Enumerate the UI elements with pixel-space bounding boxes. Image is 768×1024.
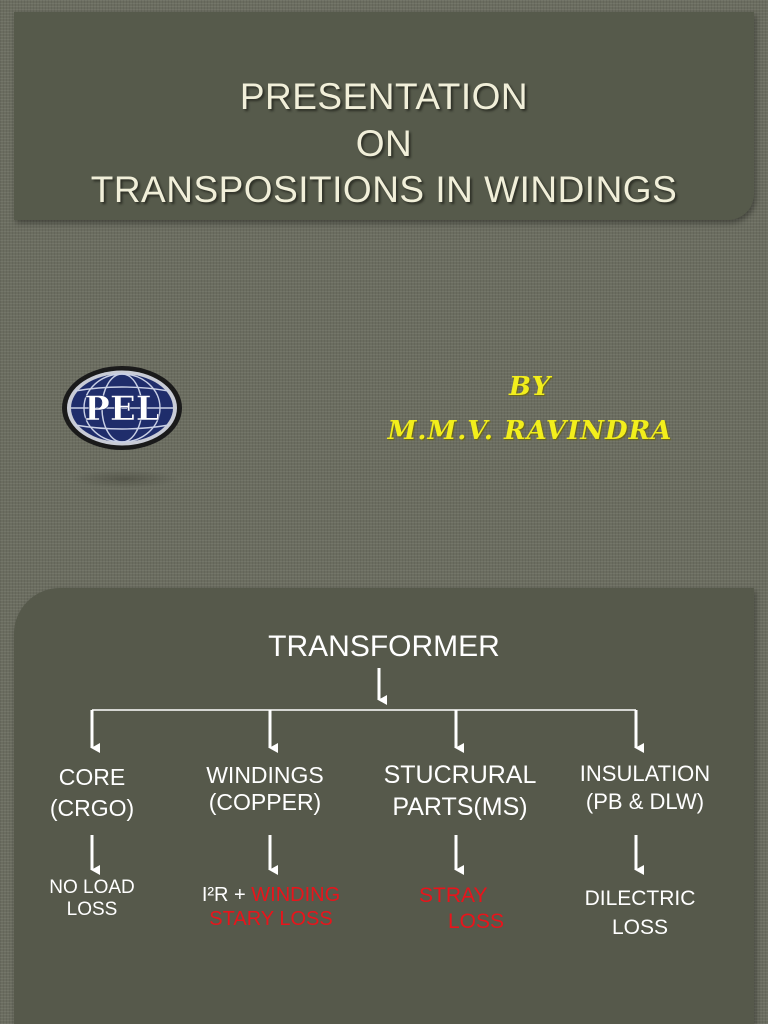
loss-windings: I²R + WINDING STARY LOSS — [180, 883, 362, 931]
loss-insulation-line-1: DILECTRIC — [584, 887, 696, 910]
branch-structural-line-2: PARTS(MS) — [392, 793, 528, 821]
branch-structural-line-1: STUCRURAL — [383, 761, 537, 789]
loss-windings-line-1: I²R + WINDING — [180, 883, 362, 907]
loss-structural-red-1: STRAY — [419, 884, 488, 907]
title-line-1: PRESENTATION — [239, 76, 529, 117]
loss-windings-red-2: STARY LOSS — [209, 908, 333, 930]
title-line-2: ON — [355, 123, 413, 164]
loss-insulation-line-2: LOSS — [611, 916, 669, 939]
title-line-3: TRANSPOSITIONS IN WINDINGS — [90, 169, 678, 210]
title-slide: PRESENTATION ON TRANSPOSITIONS IN WINDIN… — [14, 12, 754, 488]
author-by: BY — [508, 372, 552, 402]
branch-core-line-1: CORE — [58, 764, 126, 790]
branch-core: CORE (CRGO) — [22, 762, 162, 824]
loss-structural: STRAY LOSS — [413, 883, 505, 935]
loss-core-line-2: LOSS — [66, 899, 118, 920]
branch-windings-line-1: WINDINGS — [206, 762, 324, 788]
root-node: TRANSFORMER — [268, 630, 500, 663]
loss-insulation: DILECTRIC LOSS — [560, 884, 720, 942]
loss-core-line-1: NO LOAD — [49, 877, 135, 898]
transformer-slide-panel — [14, 588, 754, 1024]
branch-windings: WINDINGS (COPPER) — [185, 762, 345, 816]
branch-windings-line-2: (COPPER) — [208, 789, 322, 815]
loss-structural-red-2: LOSS — [448, 910, 505, 933]
branch-insulation-line-2: (PB & DLW) — [585, 789, 705, 814]
loss-windings-red-1: WINDING — [251, 884, 341, 906]
logo-text: PEL — [84, 389, 159, 429]
loss-core: NO LOAD LOSS — [22, 877, 162, 921]
pel-logo: PEL — [62, 366, 182, 450]
branch-insulation: INSULATION (PB & DLW) — [555, 760, 735, 816]
title-panel: PRESENTATION ON TRANSPOSITIONS IN WINDIN… — [14, 12, 754, 220]
branch-core-line-2: (CRGO) — [49, 795, 135, 821]
logo-shadow — [70, 470, 180, 488]
branch-insulation-line-1: INSULATION — [579, 761, 711, 786]
loss-windings-prefix: I²R + — [201, 884, 252, 906]
author-name: M.M.V. RAVINDRA — [387, 416, 673, 446]
branch-structural: STUCRURAL PARTS(MS) — [360, 759, 560, 823]
